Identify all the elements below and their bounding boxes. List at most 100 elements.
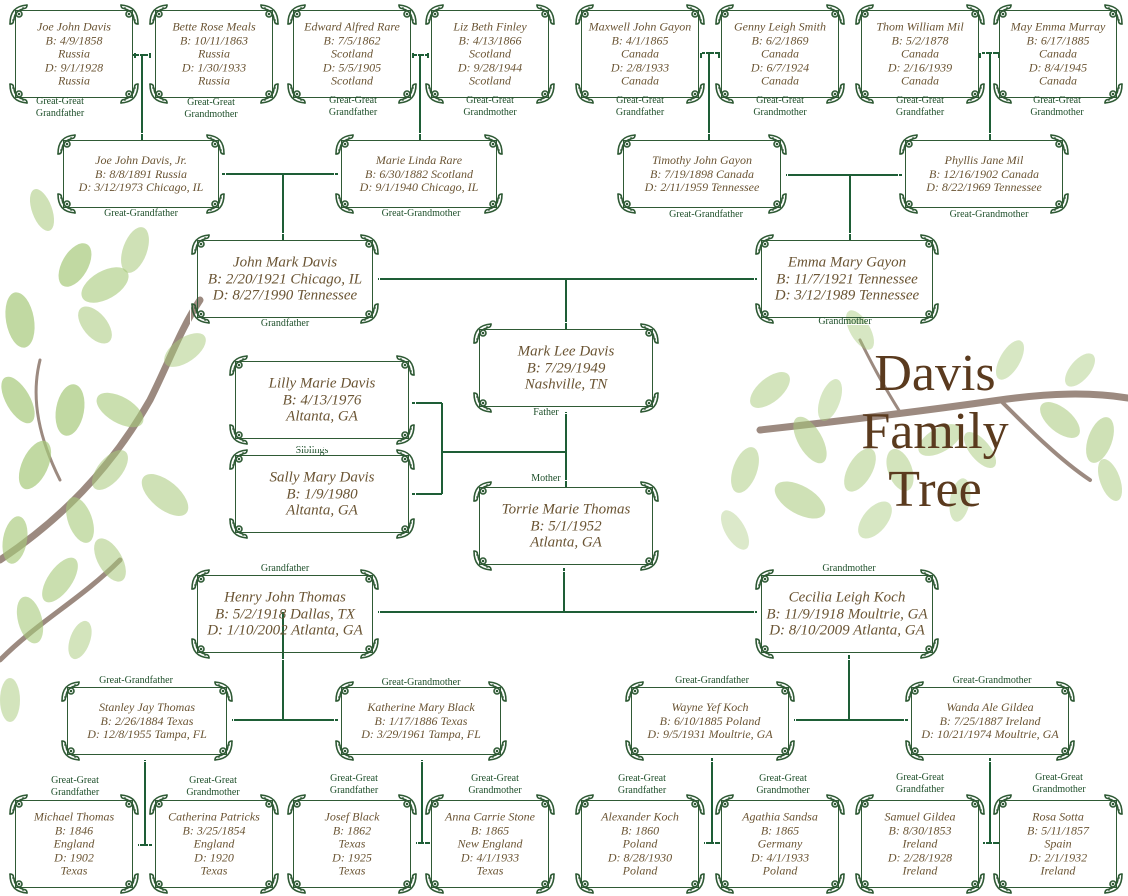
flourish-ornament-icon — [393, 2, 419, 28]
relation-label: Siblings — [252, 445, 372, 457]
relation-label-line: Great-Great — [471, 773, 519, 784]
flourish-ornament-icon — [355, 567, 381, 593]
relation-label-line: Great-Great — [466, 95, 514, 106]
person-detail-line: D: 4/1/1933 — [750, 849, 810, 864]
relation-label: Great-Grandmother — [929, 209, 1049, 221]
flourish-ornament-icon — [961, 870, 987, 896]
box-frame — [581, 10, 699, 98]
box-frame — [235, 455, 409, 533]
flourish-ornament-icon — [255, 2, 281, 28]
leaf-icon — [2, 516, 28, 564]
flourish-ornament-icon — [903, 679, 929, 705]
person-detail-line: B: 1860 — [620, 822, 660, 837]
person-name: Phyllis Jane Mil — [944, 152, 1024, 167]
box-frame — [721, 10, 839, 98]
relation-label: Grandfather — [225, 318, 345, 330]
person-detail-line: D: 9/1/1940 Chicago, IL — [359, 179, 479, 194]
person-detail-line: B: 6/2/1869 — [751, 32, 809, 47]
relation-label-line: Great-Great — [618, 773, 666, 784]
branch-icon — [756, 390, 1128, 434]
leaf-icon — [774, 481, 826, 519]
person-detail-line: D: 2/1/1932 — [1028, 849, 1088, 864]
person-detail-line: Texas — [338, 836, 366, 851]
flourish-ornament-icon — [713, 870, 739, 896]
flourish-ornament-icon — [285, 792, 311, 818]
flourish-ornament-icon — [771, 679, 797, 705]
person-name: Anna Carrie Stone — [445, 809, 535, 824]
person-detail-line: Atlanta, GA — [530, 534, 602, 551]
relation-label-line: Grandmother — [186, 787, 240, 798]
person-detail-line: Poland — [622, 863, 658, 878]
flourish-ornament-icon — [897, 190, 923, 216]
relation-label-line: Grandmother — [1030, 107, 1084, 118]
leaf-icon — [42, 557, 78, 603]
box-frame — [431, 800, 549, 888]
person-detail-line: B: 1/17/1886 Texas — [374, 713, 468, 728]
person-name: Katherine Mary Black — [367, 699, 475, 714]
flourish-ornament-icon — [189, 635, 215, 661]
person-name: Josef Black — [324, 809, 380, 824]
flourish-ornament-icon — [681, 80, 707, 106]
person-name: Alexander Koch — [601, 809, 679, 824]
flourish-ornament-icon — [681, 2, 707, 28]
person-detail-line: D: 12/8/1955 Tampa, FL — [87, 726, 207, 741]
person-detail-line: B: 1/9/1980 — [286, 485, 358, 502]
leaf-icon — [78, 306, 112, 344]
leaf-icon — [1065, 353, 1095, 387]
leaf-icon — [58, 243, 92, 287]
person-detail-line: Altanta, GA — [286, 408, 358, 425]
box-frame — [341, 687, 501, 755]
flourish-ornament-icon — [961, 792, 987, 818]
flourish-ornament-icon — [423, 2, 449, 28]
person-detail-line: Canada — [620, 73, 659, 88]
person-detail-line: B: 7/5/1862 — [323, 32, 381, 47]
flourish-ornament-icon — [531, 2, 557, 28]
flourish-ornament-icon — [821, 80, 847, 106]
person-detail-line: B: 4/9/1858 — [45, 32, 103, 47]
leaf-icon — [16, 596, 44, 644]
flourish-ornament-icon — [55, 132, 81, 158]
person-detail-line: England — [53, 836, 95, 851]
flourish-ornament-icon — [391, 421, 417, 447]
flourish-ornament-icon — [255, 792, 281, 818]
leaf-icon — [1040, 402, 1080, 438]
flourish-ornament-icon — [209, 737, 235, 763]
person-detail-line: Texas — [338, 863, 366, 878]
person-detail-line: Scotland — [331, 73, 373, 88]
box-frame — [155, 800, 273, 888]
person-detail-line: Poland — [762, 863, 798, 878]
person-detail-line: Germany — [757, 836, 803, 851]
person-detail-line: Texas — [200, 863, 228, 878]
flourish-ornament-icon — [903, 737, 929, 763]
leaf-icon — [949, 478, 971, 522]
flourish-ornament-icon — [915, 567, 941, 593]
flourish-ornament-icon — [623, 737, 649, 763]
flourish-ornament-icon — [209, 679, 235, 705]
leaf-icon — [96, 392, 144, 428]
flourish-ornament-icon — [853, 792, 879, 818]
leaf-icon — [996, 340, 1024, 380]
leaf-icon — [94, 538, 126, 582]
box-frame — [911, 687, 1069, 755]
person-detail-line: B: 5/2/1918 Dallas, TX — [214, 605, 355, 622]
relation-label-line: Great-Great — [36, 96, 84, 107]
flourish-ornament-icon — [333, 190, 359, 216]
